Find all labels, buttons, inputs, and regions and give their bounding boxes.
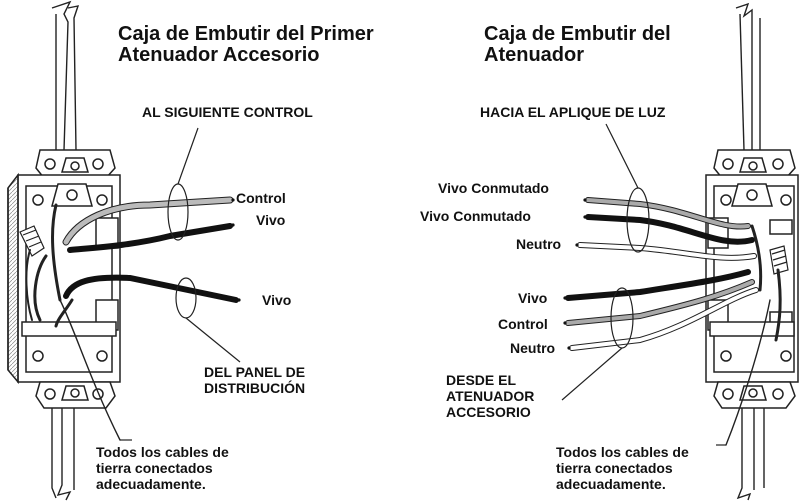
right-callout-marks — [561, 123, 726, 446]
left-title-line2: Atenuador Accesorio — [118, 44, 320, 66]
left-callout-panel-line2: DISTRIBUCIÓN — [204, 380, 306, 396]
left-ground-line3: adecuadamente. — [96, 476, 206, 492]
left-label-control: Control — [236, 190, 286, 206]
right-label-control: Control — [498, 316, 548, 332]
right-label-vivo-conmutado-1: Vivo Conmutado — [438, 180, 549, 196]
right-label-vivo: Vivo — [518, 290, 548, 306]
left-callout-panel-line1: DEL PANEL DE — [204, 364, 306, 380]
right-wire-ends — [563, 198, 587, 350]
left-callout-next-control: AL SIGUIENTE CONTROL — [142, 104, 313, 120]
right-callout-line3: ACCESORIO — [446, 404, 531, 420]
right-callout-light-fixture: HACIA EL APLIQUE DE LUZ — [480, 104, 666, 120]
right-wall-stud — [735, 2, 765, 501]
right-ground-note: Todos los cables de tierra conectados ad… — [556, 444, 689, 492]
right-callout-accessory-dimmer: DESDE EL ATENUADOR ACCESORIO — [446, 372, 534, 420]
left-ground-note: Todos los cables de tierra conectados ad… — [96, 444, 229, 492]
right-ground-line1: Todos los cables de — [556, 444, 689, 460]
right-title-line1: Caja de Embutir del — [484, 23, 671, 45]
left-label-vivo-top: Vivo — [256, 212, 286, 228]
right-wire-nut — [769, 245, 789, 275]
left-wires — [25, 196, 239, 441]
right-box-title: Caja de Embutir del Atenuador — [484, 24, 671, 66]
right-ground-line2: tierra conectados — [556, 460, 673, 476]
left-wire-ends — [231, 198, 241, 302]
left-wall-stud — [51, 0, 80, 501]
right-title-line2: Atenuador — [484, 44, 584, 66]
left-callout-marks — [120, 127, 241, 441]
right-callout-line2: ATENUADOR — [446, 388, 535, 404]
left-label-vivo-bottom: Vivo — [262, 292, 292, 308]
left-ground-line2: tierra conectados — [96, 460, 213, 476]
left-wire-nut — [19, 225, 45, 257]
right-label-vivo-conmutado-2: Vivo Conmutado — [420, 208, 531, 224]
right-ground-line3: adecuadamente. — [556, 476, 666, 492]
left-title-line1: Caja de Embutir del Primer — [118, 23, 374, 45]
right-label-neutro-top: Neutro — [516, 236, 562, 252]
right-callout-line1: DESDE EL — [446, 372, 517, 388]
left-box-title: Caja de Embutir del Primer Atenuador Acc… — [118, 24, 374, 66]
right-wires — [565, 197, 782, 446]
left-callout-panel: DEL PANEL DE DISTRIBUCIÓN — [204, 364, 305, 396]
left-ground-line1: Todos los cables de — [96, 444, 229, 460]
right-label-neutro-bottom: Neutro — [510, 340, 556, 356]
